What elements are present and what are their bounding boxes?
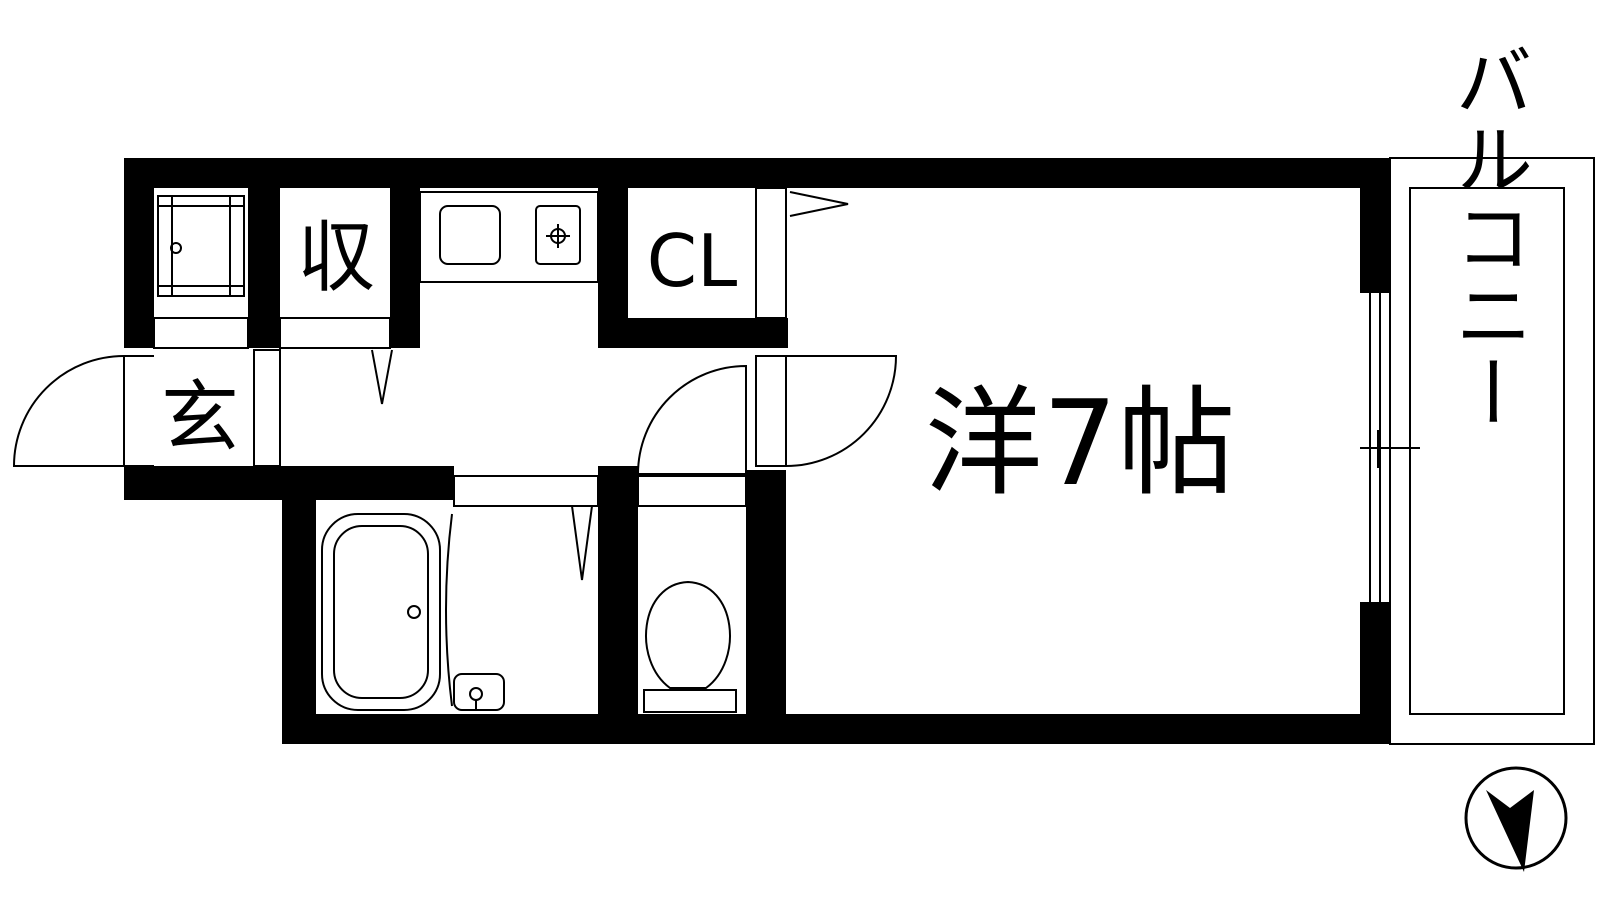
gas-stove-icon	[535, 205, 581, 265]
western-room-label: 洋7帖	[924, 374, 1235, 512]
kitchen-counter	[419, 191, 599, 283]
closet-label: CL	[647, 219, 737, 303]
bathtub-icon	[321, 513, 441, 711]
wall-right-upper	[1360, 158, 1390, 293]
entrance-step	[253, 349, 281, 467]
balcony-label: バルコニー	[1442, 41, 1532, 431]
shower-curtain	[445, 513, 453, 707]
wash-basin-icon	[453, 673, 505, 711]
toilet-door-swing	[636, 364, 747, 475]
room-door-frame	[755, 355, 787, 467]
north-arrow-compass-icon	[1464, 766, 1568, 872]
openings	[123, 187, 1420, 602]
toilet-icon	[643, 580, 737, 713]
wall-left-upper	[124, 158, 154, 348]
wall-bath-toilet	[598, 466, 638, 744]
balcony-inner	[1409, 187, 1565, 715]
walls	[124, 158, 1390, 744]
balcony-outer	[1389, 157, 1595, 745]
entrance-label: 玄	[161, 373, 239, 463]
wall-storage-right	[390, 188, 420, 348]
wall-toilet-room	[746, 470, 786, 744]
storage-open-marker	[371, 349, 393, 405]
balcony	[1389, 157, 1595, 745]
entrance-door-swing	[12, 355, 125, 467]
toilet-door-frame	[637, 475, 747, 507]
counter-outline	[419, 191, 599, 283]
wall-right-lower	[1360, 602, 1390, 744]
wall-top	[124, 158, 1390, 188]
washing-machine-icon	[157, 195, 245, 297]
closet-door-frame	[755, 187, 787, 319]
sink-icon	[439, 205, 501, 265]
closet-open-marker	[789, 191, 849, 217]
storage-label: 収	[297, 213, 375, 303]
bath-open-marker	[571, 505, 593, 581]
wall-cabinet-storage	[248, 188, 280, 348]
wall-bottom	[282, 714, 1390, 744]
door-swings	[12, 191, 898, 581]
bath-door-frame	[453, 475, 599, 507]
room-door-swing	[785, 355, 898, 467]
wall-closet-bottom	[598, 318, 788, 348]
wall-bath-left	[282, 466, 316, 744]
